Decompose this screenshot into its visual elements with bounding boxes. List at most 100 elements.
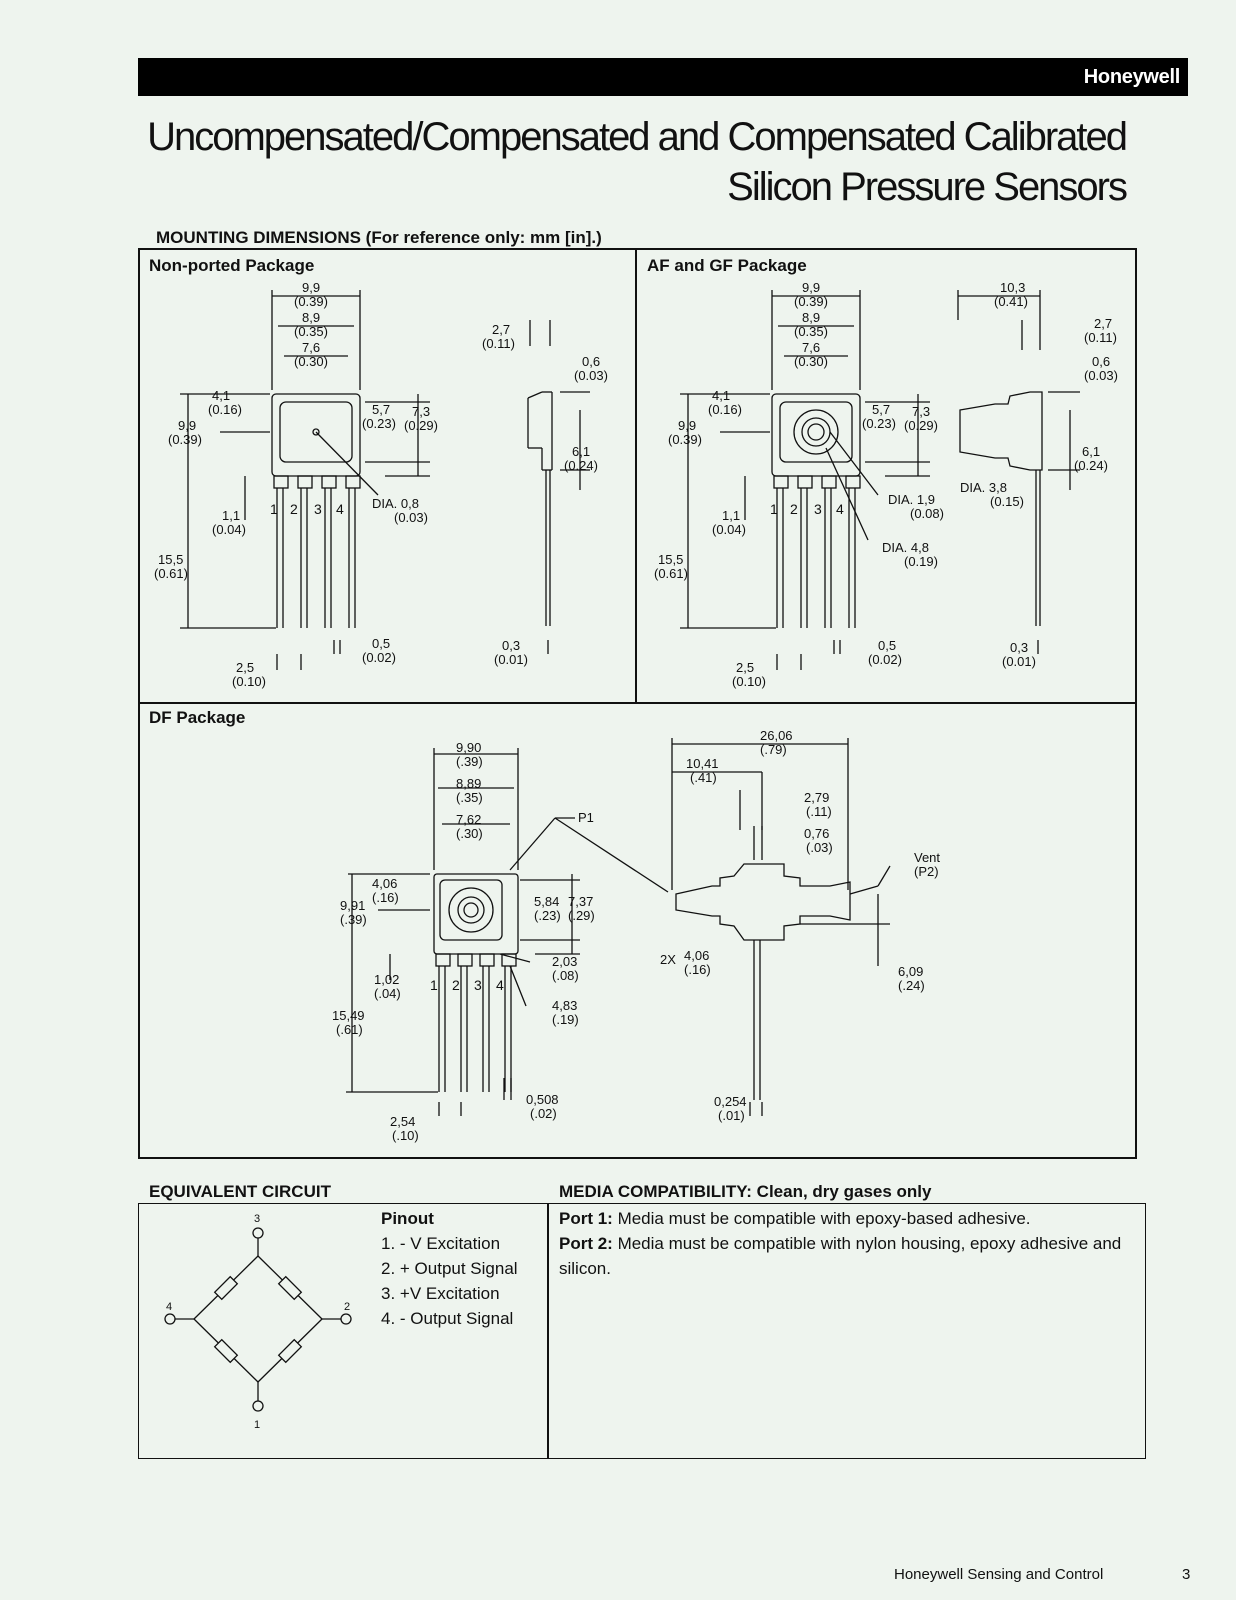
dimension-label: 0,6	[582, 354, 600, 369]
dimension-label: 1	[430, 977, 438, 993]
dimension-label: (.61)	[336, 1022, 363, 1037]
dimension-label: (.30)	[456, 826, 483, 841]
df-title: DF Package	[149, 708, 246, 727]
dimension-label: (0.04)	[712, 522, 746, 537]
dimension-label: 0,254	[714, 1094, 747, 1109]
afgf-drawing: 9,9 (0.39) 8,9 (0.35) 7,6 (0.30) 4,1 (0.…	[654, 280, 1118, 689]
dimension-label: (.16)	[372, 890, 399, 905]
dimension-label: 5,84	[534, 894, 559, 909]
circuit-media-divider	[547, 1203, 549, 1459]
port1-text: Media must be compatible with epoxy-base…	[612, 1209, 1031, 1228]
dimension-label: (0.39)	[794, 294, 828, 309]
pinout-item: 3. +V Excitation	[381, 1284, 500, 1303]
dimension-label: 10,41	[686, 756, 719, 771]
dimension-label: (0.24)	[1074, 458, 1108, 473]
dimension-label: 8,9	[802, 310, 820, 325]
dimension-label: (0.39)	[294, 294, 328, 309]
dimension-label: 7,6	[802, 340, 820, 355]
frame-divider-vertical	[635, 248, 637, 703]
dimension-label: (0.30)	[794, 354, 828, 369]
dimension-label: DIA. 4,8	[882, 540, 929, 555]
dimension-label: (0.24)	[564, 458, 598, 473]
dimension-label: (0.39)	[668, 432, 702, 447]
dimension-label: 2,5	[236, 660, 254, 675]
dimension-label: (.02)	[530, 1106, 557, 1121]
dimension-label: 2,5	[736, 660, 754, 675]
dimension-label: 1	[270, 501, 278, 517]
dimension-label: 9,90	[456, 740, 481, 755]
dimension-label: 4,06	[372, 876, 397, 891]
dimension-label: 4	[836, 501, 844, 517]
dimension-label: (.08)	[552, 968, 579, 983]
dimension-label: 2	[344, 1301, 350, 1313]
dimension-label: (0.30)	[294, 354, 328, 369]
dimension-label: (0.11)	[1084, 330, 1117, 345]
dimension-label: 3	[814, 501, 822, 517]
dimension-label: 2,54	[390, 1114, 415, 1129]
dimension-label: 26,06	[760, 728, 793, 743]
dimension-label: 4,06	[684, 948, 709, 963]
dimension-label: (.41)	[690, 770, 717, 785]
dimension-label: DIA. 3,8	[960, 480, 1007, 495]
dimension-label: 7,6	[302, 340, 320, 355]
dimension-label: 4	[496, 977, 504, 993]
dimension-label: (0.10)	[732, 674, 766, 689]
nonported-title: Non-ported Package	[149, 256, 315, 275]
dimension-label: 15,5	[658, 552, 683, 567]
mounting-heading: MOUNTING DIMENSIONS (For reference only:…	[156, 228, 602, 247]
dimension-label: (0.01)	[494, 652, 528, 667]
dimension-label: 1,02	[374, 972, 399, 987]
dimension-label: P1	[578, 810, 594, 825]
dimension-label: 4	[336, 501, 344, 517]
pinout-title: Pinout	[381, 1209, 434, 1228]
dimension-label: 0,76	[804, 826, 829, 841]
page-title-line1: Uncompensated/Compensated and Compensate…	[147, 115, 1128, 159]
dimension-label: (0.35)	[294, 324, 328, 339]
dimension-label: (0.02)	[362, 650, 396, 665]
dimension-label: 0,5	[878, 638, 896, 653]
dimension-label: DIA. 1,9	[888, 492, 935, 507]
dimension-label: 1,1	[722, 508, 740, 523]
dimension-label: (0.16)	[708, 402, 742, 417]
dimension-label: (.35)	[456, 790, 483, 805]
dimension-label: 2,79	[804, 790, 829, 805]
dimension-label: 7,37	[568, 894, 593, 909]
page-title: Uncompensated/Compensated and Compensate…	[147, 112, 1128, 212]
dimension-label: 0,3	[502, 638, 520, 653]
dimension-label: (0.35)	[794, 324, 828, 339]
port2-text: Media must be compatible with nylon hous…	[559, 1234, 1122, 1278]
dimension-label: (.39)	[340, 912, 367, 927]
dimension-label: Vent	[914, 850, 940, 865]
dimension-label: (.01)	[718, 1108, 745, 1123]
dimension-label: 9,9	[678, 418, 696, 433]
dimension-label: (0.23)	[862, 416, 896, 431]
page-title-line2: Silicon Pressure Sensors	[727, 165, 1128, 209]
media-heading: MEDIA COMPATIBILITY: Clean, dry gases on…	[559, 1182, 932, 1201]
dimension-label: 0,3	[1010, 640, 1028, 655]
dimension-label: 9,9	[802, 280, 820, 295]
dimension-label: 1	[770, 501, 778, 517]
port2-label: Port 2:	[559, 1234, 613, 1253]
dimension-label: (.03)	[806, 840, 833, 855]
dimension-label: 1	[254, 1419, 260, 1431]
dimension-label: (.19)	[552, 1012, 579, 1027]
dimension-label: (0.03)	[574, 368, 608, 383]
dimension-label: (0.19)	[904, 554, 938, 569]
dimension-label: 2,7	[1094, 316, 1112, 331]
dimension-label: 7,3	[412, 404, 430, 419]
dimension-label: (0.61)	[654, 566, 688, 581]
dimension-label: (.11)	[806, 804, 832, 819]
dimension-label: (.10)	[392, 1128, 419, 1143]
port1-row: Port 1: Media must be compatible with ep…	[559, 1206, 1139, 1231]
dimension-label: 3	[314, 501, 322, 517]
dimension-label: 4	[166, 1301, 172, 1313]
dimension-label: 4,1	[212, 388, 230, 403]
brand-logo: Honeywell	[1083, 66, 1181, 88]
dimension-label: (0.23)	[362, 416, 396, 431]
pinout-item: 1. - V Excitation	[381, 1234, 501, 1253]
pinout-item: 4. - Output Signal	[381, 1309, 514, 1328]
dimension-label: 7,3	[912, 404, 930, 419]
dimension-label: 0,5	[372, 636, 390, 651]
dimension-label: 1,1	[222, 508, 240, 523]
dimension-label: 9,9	[178, 418, 196, 433]
